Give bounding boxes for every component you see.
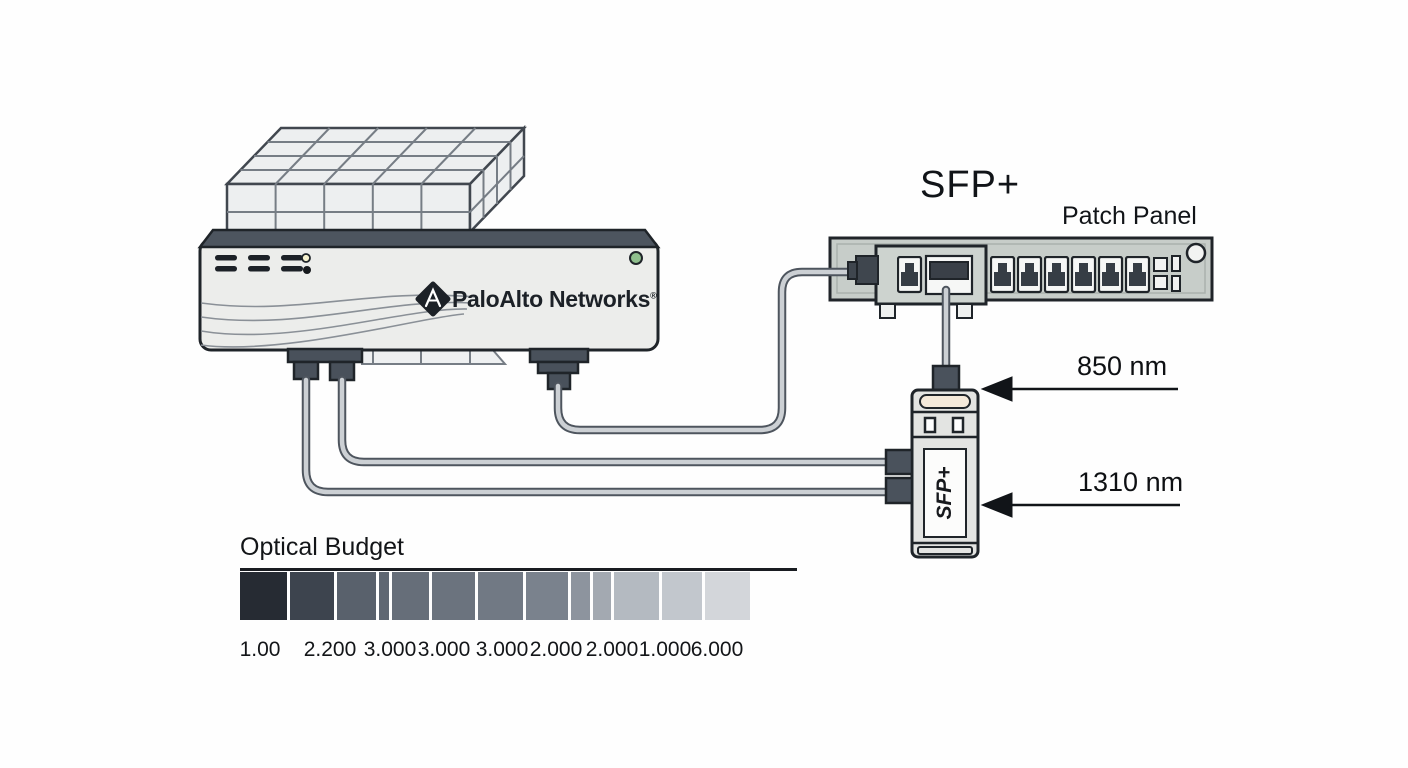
panel-indicator-squares	[1153, 255, 1181, 292]
sfp-left-connector-lower	[884, 476, 914, 505]
optical-budget-title: Optical Budget	[240, 533, 404, 561]
budget-segment	[432, 572, 475, 620]
budget-value: 2.000	[585, 638, 639, 661]
budget-segment	[337, 572, 376, 620]
patch-panel-title: Patch Panel	[1062, 202, 1197, 230]
budget-value: 2.000	[529, 638, 583, 661]
status-led-dark	[303, 266, 311, 274]
sfp-top-connector	[931, 364, 961, 394]
optical-budget-bar	[240, 572, 800, 620]
arrowhead-1310	[980, 492, 1013, 518]
sfp-module-label: SFP+	[933, 466, 956, 520]
budget-segment	[478, 572, 523, 620]
optical-budget-axis-line	[240, 568, 797, 571]
budget-value: 2.200	[303, 638, 357, 661]
vent-slots	[215, 255, 303, 272]
budget-segment	[662, 572, 702, 620]
budget-segment	[379, 572, 389, 620]
module-port-empty	[898, 257, 921, 292]
budget-segment	[240, 572, 287, 620]
budget-segment	[614, 572, 659, 620]
wavelength-1310-label: 1310 nm	[1078, 467, 1184, 497]
sfp-plus-title: SFP+	[920, 164, 1021, 206]
budget-value: 6.000	[690, 638, 744, 661]
sfp-latch	[919, 394, 971, 409]
budget-segment	[705, 572, 750, 620]
cube-stack	[224, 124, 527, 238]
budget-segment	[526, 572, 568, 620]
budget-value: 3.000	[417, 638, 471, 661]
cable-firewall-to-sfp-upper	[337, 375, 895, 467]
budget-segment	[392, 572, 429, 620]
panel-screw-hole	[1185, 242, 1207, 264]
budget-value: 3.000	[475, 638, 529, 661]
budget-segment	[290, 572, 334, 620]
sfp-label-plate	[923, 448, 967, 538]
module-port-plugged	[924, 254, 974, 296]
panel-cable-plug-tip	[847, 261, 858, 280]
wavelength-850-label: 850 nm	[1077, 351, 1168, 381]
brand-text: PaloAlto Networks	[452, 286, 651, 312]
brand-wordmark: PaloAlto Networks®	[452, 286, 657, 313]
wavelength-arrows	[980, 376, 1180, 518]
sfp-left-connector-upper	[884, 448, 914, 476]
brand-logo-icon	[415, 281, 451, 317]
power-led-green	[629, 251, 643, 265]
budget-value: 1.000	[638, 638, 692, 661]
status-led-amber	[301, 253, 311, 263]
budget-segment	[571, 572, 590, 620]
panel-cable-plug	[855, 255, 879, 285]
cable-firewall-to-sfp-lower	[301, 375, 895, 497]
sfp-transceiver	[884, 364, 980, 559]
cable-firewall-to-panel	[553, 267, 857, 435]
budget-segment	[593, 572, 611, 620]
bottom-ports	[286, 347, 590, 391]
patch-panel	[828, 236, 1214, 319]
arrowhead-850	[980, 376, 1013, 402]
brand-registered-mark: ®	[650, 290, 657, 301]
budget-value: 1.00	[239, 638, 281, 661]
firewall-appliance	[197, 228, 661, 391]
budget-value: 3.000	[363, 638, 417, 661]
fiber-cables	[301, 267, 951, 497]
